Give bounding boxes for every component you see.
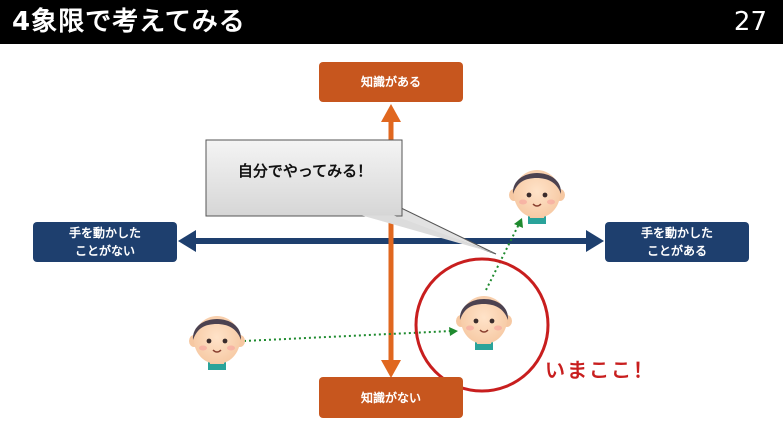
speech-bubble-text: 自分でやってみる！: [237, 162, 373, 180]
axis-label-top-text: 知識がある: [360, 75, 421, 89]
axis-label-right-line1: 手を動かした: [640, 226, 713, 240]
axis-label-left-line2: ことがない: [74, 244, 135, 258]
slide-header: 4象限で考えてみる 27: [0, 0, 783, 44]
path-arrowhead-1: [449, 327, 458, 336]
speech-bubble: [205, 139, 497, 255]
person-avatar-current: [456, 296, 512, 350]
path-dots-1: [243, 330, 453, 342]
current-position-circle: [414, 257, 550, 393]
axis-label-right-line2: ことがある: [646, 244, 707, 258]
path-arrowhead-2: [514, 218, 523, 228]
slide-title: 4象限で考えてみる: [12, 7, 246, 37]
axis-label-left: 手を動かした ことがない: [33, 222, 177, 262]
axis-label-bottom-text: 知識がない: [360, 390, 421, 405]
page-number: 27: [733, 7, 767, 37]
axis-label-top: 知識がある: [319, 62, 463, 102]
axis-label-left-line1: 手を動かした: [68, 226, 141, 240]
person-avatar-start: [189, 316, 245, 370]
axis-label-right: 手を動かした ことがある: [605, 222, 749, 262]
person-avatar-upper-right: [509, 170, 565, 224]
axis-label-bottom: 知識がない: [319, 377, 463, 418]
path-dots-2: [485, 223, 520, 291]
current-position-label: いまここ！: [545, 358, 655, 382]
